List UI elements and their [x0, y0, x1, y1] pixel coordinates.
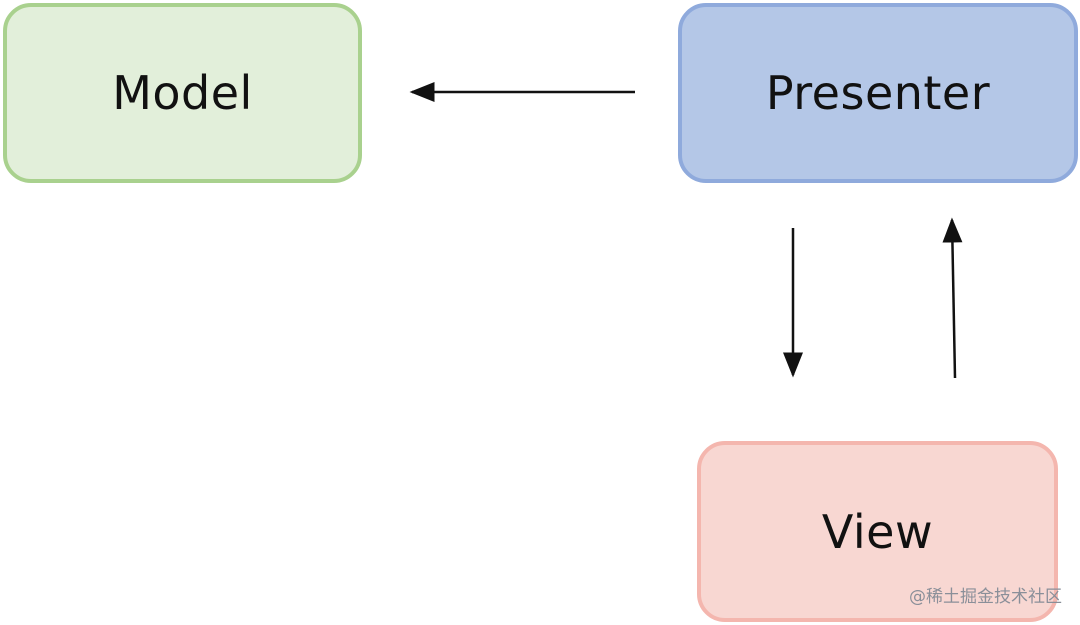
- view-label: View: [821, 504, 934, 559]
- presenter-label: Presenter: [765, 66, 991, 120]
- model-node: Model: [3, 3, 362, 183]
- arrow-view-to-presenter: [942, 217, 963, 379]
- presenter-node: Presenter: [678, 3, 1078, 183]
- view-node: View: [697, 441, 1058, 622]
- model-label: Model: [112, 66, 253, 120]
- watermark: @稀土掘金技术社区: [909, 587, 1062, 607]
